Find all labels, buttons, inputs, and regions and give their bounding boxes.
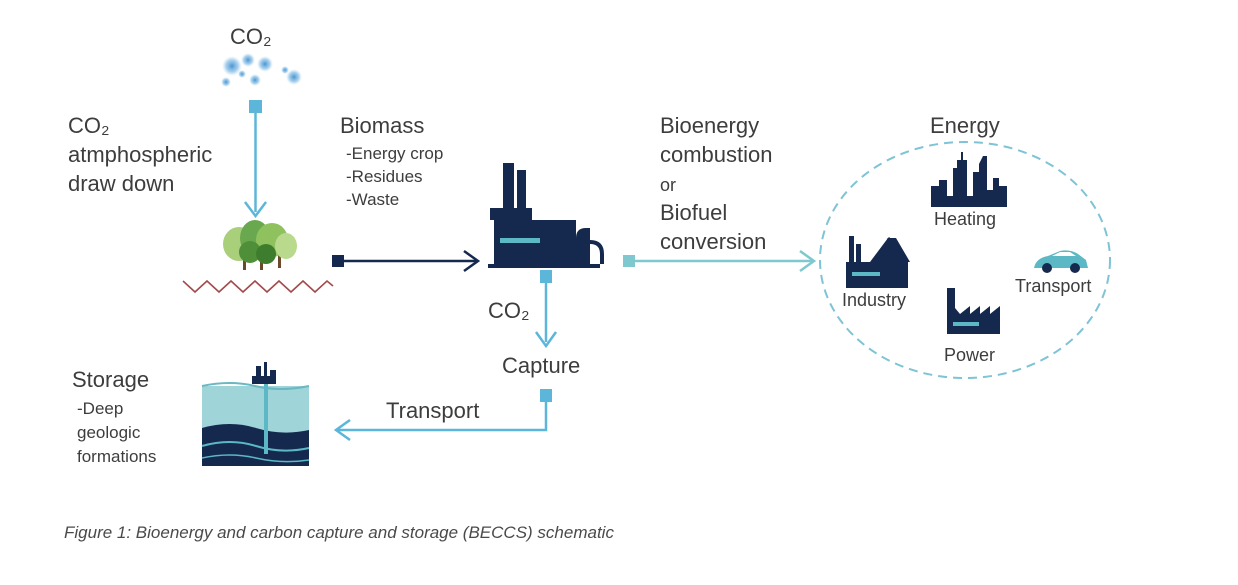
heating-label: Heating <box>934 209 996 229</box>
energy-circle <box>819 141 1111 379</box>
svg-text:Bioenergy: Bioenergy <box>660 113 759 138</box>
storage-label: Storage -Deep geologic formations <box>72 367 156 466</box>
svg-text:-Waste: -Waste <box>346 190 399 209</box>
svg-text:or: or <box>660 175 676 195</box>
co2-cloud-icon <box>221 53 302 87</box>
transport-vehicle-label: Transport <box>1015 276 1091 296</box>
co2-mid-label: CO₂ <box>488 298 530 323</box>
svg-text:Storage: Storage <box>72 367 149 392</box>
svg-text:atmphospheric: atmphospheric <box>68 142 212 167</box>
arrow-biomass-to-plant <box>332 249 481 273</box>
figure-caption: Figure 1: Bioenergy and carbon capture a… <box>64 523 614 542</box>
conversion-label: Bioenergy combustion or Biofuel conversi… <box>660 113 773 254</box>
trees-icon <box>223 220 297 270</box>
ground-zigzag <box>182 279 334 294</box>
svg-text:CO₂: CO₂ <box>68 113 110 138</box>
power-plant-icon <box>488 163 604 268</box>
city-icon <box>931 152 1007 207</box>
svg-text:-Deep: -Deep <box>77 399 123 418</box>
co2-top-label: CO₂ <box>230 24 272 49</box>
arrow-capture-to-storage <box>333 389 552 442</box>
energy-title: Energy <box>930 113 1000 138</box>
offshore-platform-icon <box>201 362 310 466</box>
power-label: Power <box>944 345 995 365</box>
factory-icon <box>947 288 1000 334</box>
svg-text:geologic: geologic <box>77 423 141 442</box>
transport-label: Transport <box>386 398 479 423</box>
svg-text:Biofuel: Biofuel <box>660 200 727 225</box>
car-icon <box>1034 250 1088 273</box>
arrow-plant-to-energy <box>623 249 817 273</box>
svg-text:-Energy crop: -Energy crop <box>346 144 443 163</box>
arrow-plant-to-capture <box>534 270 558 349</box>
arrow-co2-to-trees <box>244 100 267 219</box>
svg-text:conversion: conversion <box>660 229 766 254</box>
svg-text:combustion: combustion <box>660 142 773 167</box>
industry-icon <box>846 236 910 288</box>
svg-text:draw down: draw down <box>68 171 174 196</box>
draw-down-label: CO₂ atmphospheric draw down <box>68 113 212 196</box>
industry-label: Industry <box>842 290 906 310</box>
svg-text:formations: formations <box>77 447 156 466</box>
biomass-label: Biomass -Energy crop -Residues -Waste <box>340 113 443 209</box>
capture-label: Capture <box>502 353 580 378</box>
svg-text:-Residues: -Residues <box>346 167 423 186</box>
svg-text:Biomass: Biomass <box>340 113 424 138</box>
